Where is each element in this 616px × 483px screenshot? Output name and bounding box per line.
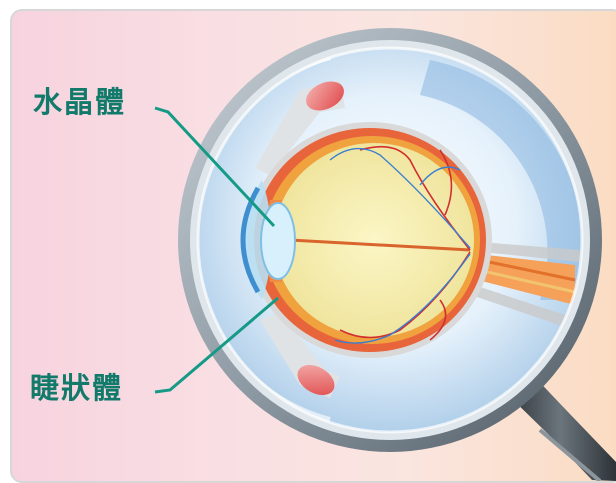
crystalline-lens — [261, 203, 295, 279]
lens-label: 水晶體 — [33, 88, 126, 117]
ciliary-body-label: 睫狀體 — [30, 374, 123, 403]
